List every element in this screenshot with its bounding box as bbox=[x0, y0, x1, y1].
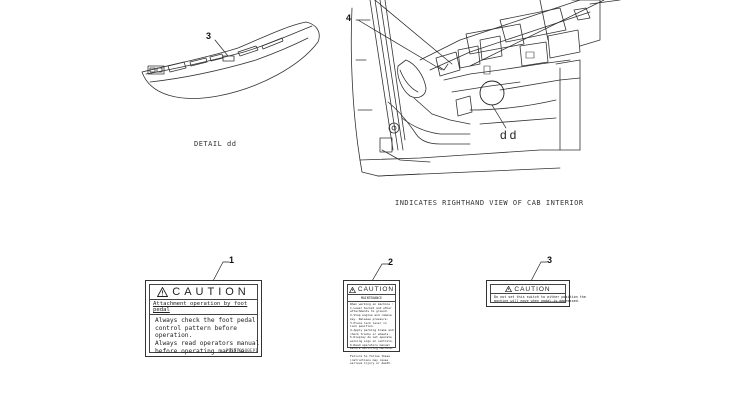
decal-callout-1: 1 bbox=[229, 255, 235, 265]
decal-2-line: Failure to follow these bbox=[350, 353, 391, 358]
decal-3-line: Do not set this switch to either positio… bbox=[494, 295, 586, 299]
decal-callout-3: 3 bbox=[547, 255, 553, 265]
decal-1-header: CAUTION bbox=[150, 285, 257, 300]
decal-2-line: warning sign on controls. bbox=[350, 339, 394, 344]
leader-decal-2 bbox=[371, 263, 389, 282]
decal-1-subhead: Attachment operation by foot pedal bbox=[150, 300, 257, 315]
detail-leader-3 bbox=[214, 39, 229, 57]
caution-decal-switch: CAUTION Do not set this switch to either… bbox=[486, 280, 586, 307]
decal-2-body: When working on machine : 1.Lower bucket… bbox=[348, 302, 395, 367]
decal-2-line: before servicing machine. bbox=[350, 346, 394, 351]
leader-decal-1 bbox=[212, 261, 230, 282]
warning-triangle-icon bbox=[348, 286, 356, 293]
decal-1-body: Always check the foot pedal control patt… bbox=[150, 315, 260, 358]
decal-1-line: Always read operators manual bbox=[155, 340, 260, 348]
decal-2-line: lock position. bbox=[350, 324, 375, 329]
decal-2-line: 3.Place lock lever in bbox=[350, 320, 387, 325]
leader-4 bbox=[357, 19, 443, 71]
leader-upper-b bbox=[469, 0, 605, 67]
decal-1-line: before operating machine. bbox=[155, 347, 249, 355]
decal-2-line: 5.Display do not operate bbox=[350, 335, 392, 340]
decal-2-line: When working on machine : bbox=[350, 302, 394, 306]
detail-dd-caption: DETAIL dd bbox=[194, 140, 237, 148]
decal-2-line: chock tracks or wheels. bbox=[350, 331, 391, 336]
decal-callout-2: 2 bbox=[388, 257, 394, 267]
decal-2-header: CAUTION bbox=[348, 285, 395, 295]
detail-dd-panel-drawing bbox=[141, 21, 320, 99]
decal-2-line: 2.Stop engine and remove bbox=[350, 313, 392, 318]
decal-1-line: Always check the foot pedal bbox=[155, 317, 256, 324]
decal-2-line: serious injury or death. bbox=[350, 361, 392, 366]
cab-callout-4: 4 bbox=[346, 13, 352, 23]
detail-marker-dd: dd bbox=[500, 128, 520, 142]
caution-decal-foot-pedal: CAUTION Attachment operation by foot ped… bbox=[145, 280, 262, 357]
cab-view-caption: INDICATES RIGHTHAND VIEW OF CAB INTERIOR bbox=[395, 199, 584, 207]
decal-3-title: CAUTION bbox=[514, 285, 551, 293]
leader-decal-3 bbox=[530, 261, 548, 282]
decal-3-header: CAUTION bbox=[491, 285, 565, 294]
detail-callout-3: 3 bbox=[206, 31, 212, 41]
decal-2-line: 6.Read operators manual bbox=[350, 342, 391, 347]
detail-circle-dd bbox=[479, 80, 505, 106]
decal-2-line: key. Release pressure. bbox=[350, 316, 389, 321]
decal-2-line: attachments to ground. bbox=[350, 309, 389, 314]
decal-1-line: operation. bbox=[155, 332, 193, 340]
decal-3-part-number: P13DT0000000 bbox=[544, 300, 566, 304]
detail-circle-leader bbox=[491, 104, 507, 129]
decal-2-subhead: MAINTENANCE bbox=[348, 295, 395, 302]
leader-upper-a bbox=[374, 0, 453, 65]
cab-interior-drawing bbox=[350, 0, 621, 177]
decal-2-title: CAUTION bbox=[357, 286, 395, 293]
decal-1-part-number: P13DT0100EP1 bbox=[225, 349, 258, 354]
caution-decal-maintenance: CAUTION MAINTENANCE When working on mach… bbox=[343, 280, 400, 365]
decal-2-line: instructions may cause bbox=[350, 357, 389, 362]
decal-2-line: 4.Apply parking brake and bbox=[350, 327, 394, 332]
warning-triangle-icon bbox=[505, 286, 513, 292]
decal-1-title: CAUTION bbox=[172, 286, 250, 298]
decal-2-line: 1.Lower bucket and other bbox=[350, 305, 392, 310]
decal-1-line: control pattern before bbox=[155, 324, 237, 332]
decal-3-line: machine will move when pedal is depresse… bbox=[494, 299, 580, 304]
warning-triangle-icon bbox=[157, 287, 169, 297]
decal-3-body: Do not set this switch to either positio… bbox=[491, 294, 586, 304]
